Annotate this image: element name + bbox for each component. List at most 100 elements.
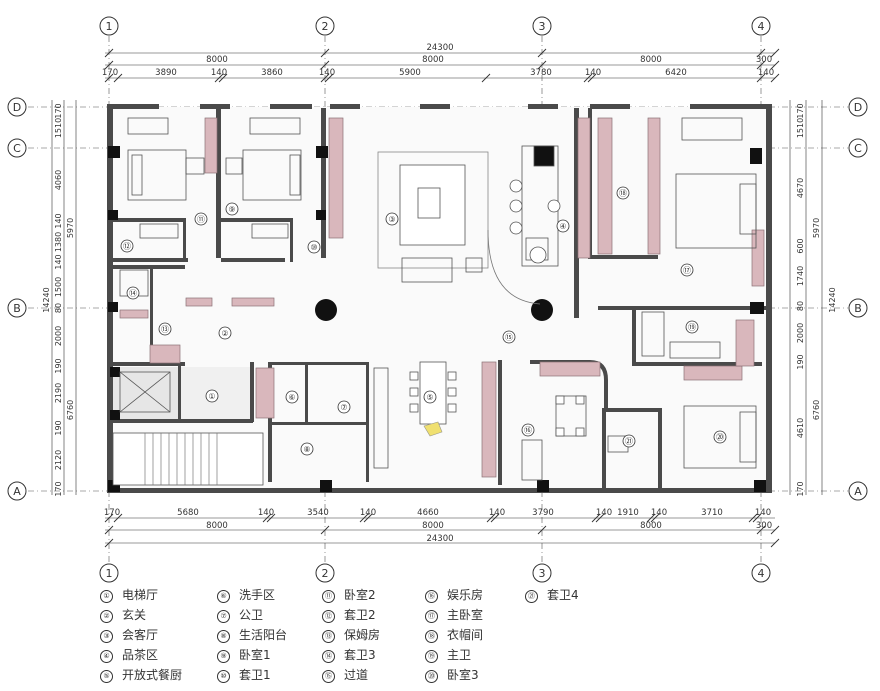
legend-label: 公卫	[239, 608, 264, 622]
dim-bottom-detail-8: 3790	[532, 508, 554, 518]
dim-top-detail-9: 6420	[665, 68, 687, 78]
axis-label-bottom-3: 3	[539, 567, 546, 580]
legend-label: 保姆房	[344, 628, 381, 642]
room-tag-21: ㉑	[625, 437, 633, 446]
dim-right-8: 190	[796, 354, 805, 369]
dim-top-detail-7: 3780	[530, 68, 552, 78]
legend-label: 玄关	[122, 608, 147, 622]
room-tag-2: ②	[221, 329, 228, 338]
dim-top-detail-6: 5900	[399, 68, 421, 78]
dim-left-8: 80	[54, 303, 63, 313]
axis-label-top-2: 2	[322, 20, 329, 33]
room-tag-10: ⑩	[310, 243, 317, 252]
room-tag-17: ⑰	[683, 266, 691, 275]
dim-top-detail-5: 140	[319, 68, 335, 78]
legend-label: 卧室2	[344, 588, 376, 602]
legend-label: 娱乐房	[447, 588, 484, 602]
dim-left-11: 2190	[54, 383, 63, 403]
legend-label: 过道	[344, 668, 369, 682]
legend-number: ⑬	[322, 630, 335, 643]
dim-right-9: 4610	[796, 418, 805, 438]
legend-label: 衣帽间	[447, 628, 484, 642]
legend-number: ⑲	[425, 650, 438, 663]
legend-label: 电梯厅	[122, 588, 159, 602]
dim-bottom-span-3: 8000	[640, 521, 662, 531]
dim-left-9: 2000	[54, 326, 63, 346]
dim-left-3: 4060	[54, 170, 63, 190]
axis-label-left-b: B	[13, 302, 21, 315]
dim-left-2: 1510	[54, 118, 63, 138]
dim-left-7: 1500	[54, 277, 63, 297]
dim-top-span-2: 8000	[422, 55, 444, 65]
room-tag-6: ⑥	[288, 393, 295, 402]
dim-right-group-2: 14240	[828, 287, 837, 312]
dim-bottom-detail-1: 170	[104, 508, 120, 518]
legend-number: ⑩	[217, 670, 230, 683]
dim-top-detail-8: 140	[585, 68, 601, 78]
axis-label-bottom-2: 2	[322, 567, 329, 580]
room-tag-11: ⑪	[197, 215, 205, 224]
dim-left-14: 170	[54, 481, 63, 496]
legend-label: 生活阳台	[239, 628, 288, 642]
room-tag-8: ⑧	[303, 445, 310, 454]
dim-left-5: 1380	[54, 232, 63, 252]
legend-number: ⑭	[322, 650, 335, 663]
dim-left-12: 190	[54, 420, 63, 435]
legend-label: 品茶区	[122, 648, 159, 662]
legend-number: ⑫	[322, 610, 335, 623]
dim-right-4: 600	[796, 238, 805, 253]
dim-top-detail-3: 140	[211, 68, 227, 78]
dim-left-4: 140	[54, 213, 63, 228]
dim-right-group-1: 5970	[812, 218, 821, 238]
dim-bottom-detail-13: 140	[755, 508, 771, 518]
axis-label-top-4: 4	[758, 20, 765, 33]
room-tag-5: ⑤	[426, 393, 433, 402]
legend-label: 套卫1	[239, 668, 271, 682]
dim-right-7: 2000	[796, 323, 805, 343]
dim-top-span-4: 300	[756, 55, 772, 65]
dim-left-1: 170	[54, 103, 63, 118]
dim-right-group-3: 6760	[812, 400, 821, 420]
dim-right-6: 80	[796, 301, 805, 311]
axis-label-bottom-1: 1	[106, 567, 113, 580]
interior-walls	[113, 108, 768, 488]
legend-number: ②	[100, 610, 113, 623]
dim-left-10: 190	[54, 358, 63, 373]
legend-number: ③	[100, 630, 113, 643]
axis-label-left-d: D	[13, 101, 21, 114]
legend-number: ⑯	[425, 590, 438, 603]
dim-bottom-detail-10: 1910	[617, 508, 639, 518]
dim-bottom-detail-2: 5680	[177, 508, 199, 518]
dim-bottom-span-1: 8000	[206, 521, 228, 531]
legend-item: ② 玄关	[100, 606, 146, 623]
wardrobe-panels	[119, 117, 765, 478]
room-tag-9: ⑨	[228, 205, 235, 214]
dim-bottom-detail-7: 140	[489, 508, 505, 518]
exterior-walls	[107, 104, 772, 493]
legend-number: ⑥	[217, 590, 230, 603]
dim-left-13: 2120	[54, 450, 63, 470]
legend-label: 开放式餐厨	[122, 668, 183, 682]
structural-columns	[108, 146, 766, 492]
legend-item: ⑯ 娱乐房	[425, 586, 483, 603]
axis-label-right-b: B	[854, 302, 862, 315]
legend-item: ① 电梯厅	[100, 586, 158, 603]
dim-bottom-detail-6: 4660	[417, 508, 439, 518]
dim-left-6: 140	[54, 254, 63, 269]
legend-number: ①	[100, 590, 113, 603]
dim-top-span-3: 8000	[640, 55, 662, 65]
legend-item: ⑩ 套卫1	[217, 666, 271, 683]
axis-label-top-1: 1	[106, 20, 113, 33]
corridor-curve	[487, 229, 541, 305]
dim-top-total: 24300	[426, 43, 453, 53]
dim-bottom-detail-12: 3710	[701, 508, 723, 518]
